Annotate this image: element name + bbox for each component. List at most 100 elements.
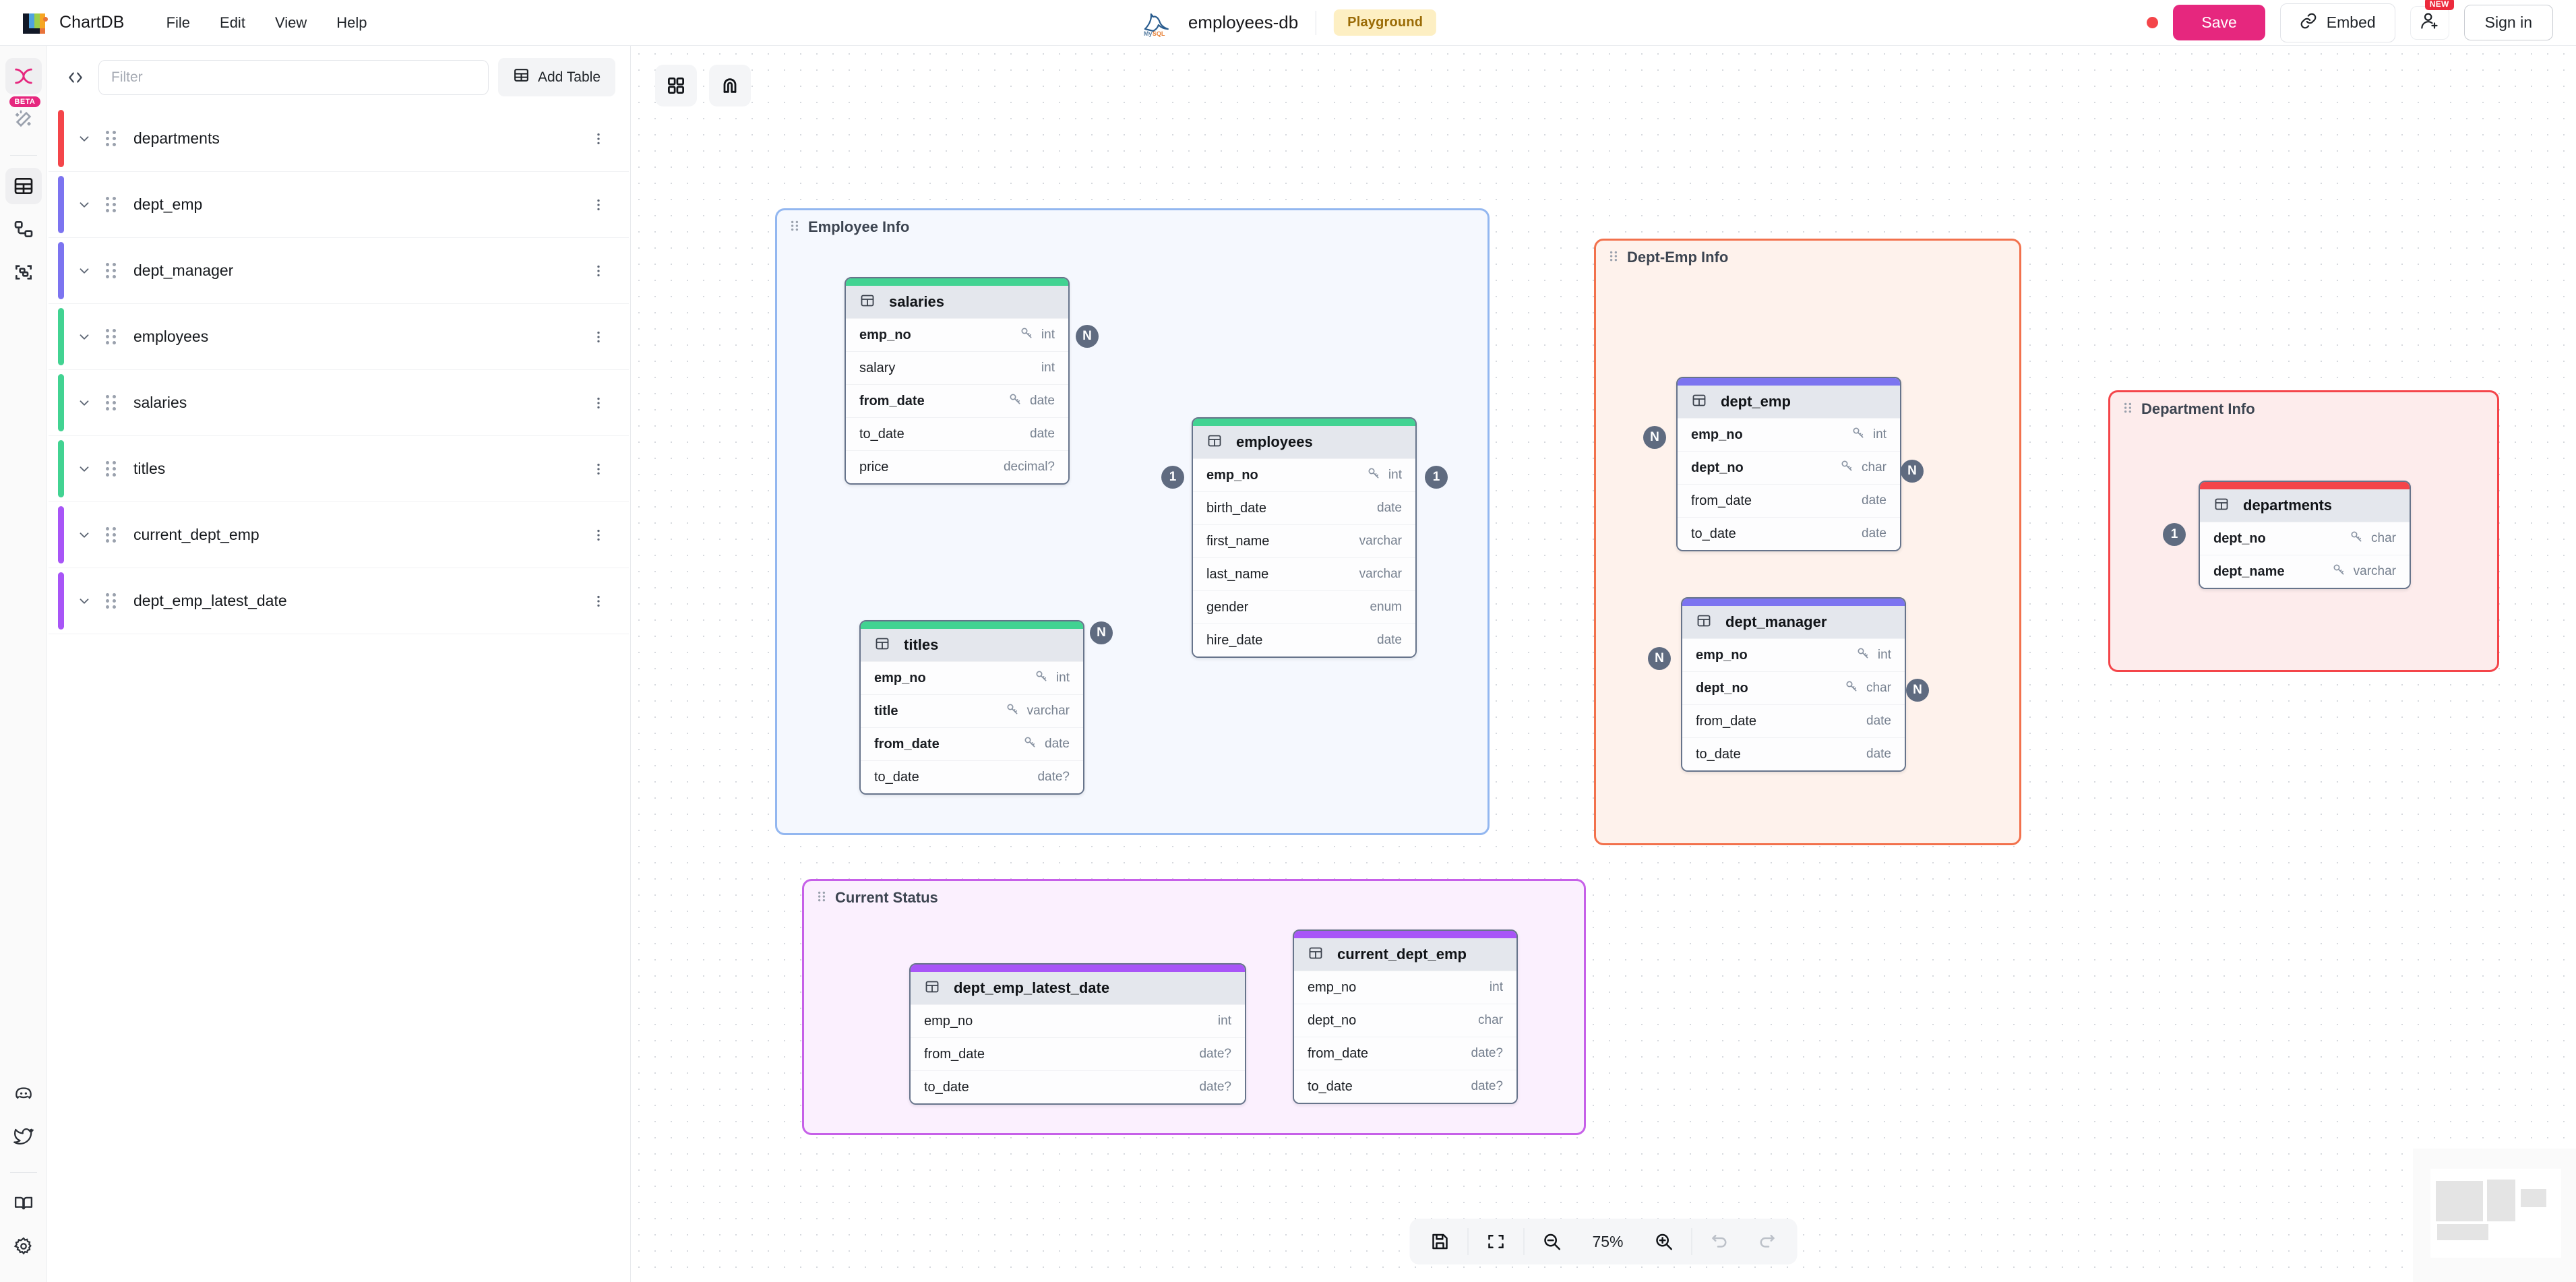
magic-wand-icon[interactable]: BETA [5, 96, 42, 138]
table-node-column[interactable]: to_date date? [1294, 1070, 1516, 1103]
table-list-item[interactable]: titles [49, 436, 629, 502]
drag-handle-icon[interactable] [104, 461, 119, 477]
drag-handle-icon[interactable] [104, 197, 119, 212]
docs-icon[interactable] [5, 1185, 42, 1221]
magnet-snap-icon[interactable] [709, 65, 751, 106]
table-node-column[interactable]: to_date date? [861, 760, 1083, 793]
chevron-down-icon[interactable] [74, 330, 94, 344]
menu-item-view[interactable]: View [274, 13, 307, 31]
table-list-item[interactable]: employees [49, 304, 629, 370]
save-diagram-icon[interactable] [1417, 1219, 1464, 1264]
table-list-item[interactable]: dept_emp [49, 172, 629, 238]
table-options-kebab-icon[interactable] [590, 462, 607, 477]
table-node[interactable]: titles emp_no int title varchar from_dat… [859, 620, 1084, 795]
table-node-column[interactable]: emp_no int [911, 1004, 1245, 1037]
table-node-header[interactable]: employees [1193, 426, 1415, 458]
chevron-down-icon[interactable] [74, 528, 94, 543]
drag-handle-icon[interactable] [104, 395, 119, 410]
chevron-down-icon[interactable] [74, 462, 94, 477]
sign-in-button[interactable]: Sign in [2463, 5, 2553, 40]
table-node-column[interactable]: title varchar [861, 694, 1083, 727]
drag-handle-icon[interactable] [104, 131, 119, 146]
table-node-column[interactable]: salary int [846, 351, 1068, 384]
table-node[interactable]: dept_manager emp_no int dept_no char fro… [1681, 597, 1906, 772]
table-node-column[interactable]: birth_date date [1193, 491, 1415, 524]
embed-button[interactable]: Embed [2279, 3, 2395, 42]
zoom-out-icon[interactable] [1529, 1219, 1576, 1264]
table-options-kebab-icon[interactable] [590, 264, 607, 278]
table-node[interactable]: current_dept_emp emp_no int dept_no char… [1293, 929, 1518, 1104]
table-node-column[interactable]: price decimal? [846, 450, 1068, 483]
table-node-column[interactable]: from_date date [1682, 704, 1905, 737]
drag-handle-icon[interactable] [1608, 249, 1619, 266]
add-table-button[interactable]: Add Table [497, 58, 615, 96]
menu-item-file[interactable]: File [166, 13, 191, 31]
table-options-kebab-icon[interactable] [590, 197, 607, 212]
table-node[interactable]: departments dept_no char dept_name varch… [2199, 481, 2411, 589]
zoom-in-icon[interactable] [1640, 1219, 1688, 1264]
table-node-header[interactable]: dept_emp_latest_date [911, 972, 1245, 1004]
invite-user-button[interactable]: NEW [2410, 0, 2454, 40]
table-node-column[interactable]: to_date date [1678, 517, 1900, 550]
chevron-down-icon[interactable] [74, 396, 94, 410]
chevron-down-icon[interactable] [74, 264, 94, 278]
collapse-sidebar-icon[interactable] [62, 64, 89, 91]
drag-handle-icon[interactable] [104, 593, 119, 609]
table-node-column[interactable]: to_date date [1682, 737, 1905, 770]
table-options-kebab-icon[interactable] [590, 528, 607, 543]
dependencies-icon[interactable] [5, 254, 42, 291]
zoom-level-label[interactable]: 75% [1592, 1232, 1624, 1250]
table-node-column[interactable]: emp_no int [1294, 971, 1516, 1004]
table-node-column[interactable]: from_date date? [911, 1037, 1245, 1070]
table-node-column[interactable]: from_date date [846, 384, 1068, 417]
drag-handle-icon[interactable] [816, 889, 827, 907]
table-list-item[interactable]: salaries [49, 370, 629, 436]
table-node-header[interactable]: titles [861, 629, 1083, 661]
table-node-column[interactable]: dept_no char [1294, 1004, 1516, 1037]
relationships-icon[interactable] [5, 211, 42, 247]
table-node-column[interactable]: from_date date? [1294, 1037, 1516, 1070]
save-button[interactable]: Save [2173, 5, 2265, 40]
table-node-column[interactable]: dept_no char [1682, 671, 1905, 704]
table-node-header[interactable]: dept_manager [1682, 606, 1905, 638]
table-node-header[interactable]: departments [2200, 489, 2410, 522]
table-options-kebab-icon[interactable] [590, 131, 607, 146]
chevron-down-icon[interactable] [74, 131, 94, 146]
table-list-item[interactable]: current_dept_emp [49, 502, 629, 568]
redo-icon[interactable] [1744, 1219, 1791, 1264]
diagram-canvas[interactable]: Employee Info Dept-Emp Info Department I… [631, 46, 2576, 1282]
table-node-column[interactable]: to_date date? [911, 1070, 1245, 1103]
table-options-kebab-icon[interactable] [590, 330, 607, 344]
table-node-column[interactable]: to_date date [846, 417, 1068, 450]
settings-gear-icon[interactable] [5, 1228, 42, 1264]
table-node-column[interactable]: dept_no char [1678, 451, 1900, 484]
filter-input[interactable] [98, 59, 489, 95]
drag-handle-icon[interactable] [104, 329, 119, 344]
table-node-column[interactable]: first_name varchar [1193, 524, 1415, 557]
table-node-column[interactable]: emp_no int [1678, 418, 1900, 451]
chevron-down-icon[interactable] [74, 594, 94, 609]
twitter-icon[interactable] [5, 1118, 42, 1155]
table-node-column[interactable]: emp_no int [1193, 458, 1415, 491]
drag-handle-icon[interactable] [104, 527, 119, 543]
tables-icon[interactable] [5, 168, 42, 204]
drag-handle-icon[interactable] [789, 218, 800, 236]
table-node-header[interactable]: current_dept_emp [1294, 938, 1516, 971]
table-node[interactable]: salaries emp_no int salary int from_date… [845, 277, 1070, 485]
table-node[interactable]: employees emp_no int birth_date date fir… [1192, 417, 1417, 658]
grid-toggle-icon[interactable] [655, 65, 697, 106]
table-node-column[interactable]: from_date date [861, 727, 1083, 760]
table-options-kebab-icon[interactable] [590, 594, 607, 609]
table-node-column[interactable]: emp_no int [846, 318, 1068, 351]
minimap[interactable] [2413, 1149, 2576, 1282]
table-node-column[interactable]: gender enum [1193, 590, 1415, 623]
table-list-item[interactable]: dept_emp_latest_date [49, 568, 629, 634]
drag-handle-icon[interactable] [104, 263, 119, 278]
table-node-column[interactable]: emp_no int [1682, 638, 1905, 671]
menu-item-help[interactable]: Help [336, 13, 367, 31]
undo-icon[interactable] [1696, 1219, 1744, 1264]
chevron-down-icon[interactable] [74, 197, 94, 212]
table-node[interactable]: dept_emp emp_no int dept_no char from_da… [1676, 377, 1901, 551]
fit-screen-icon[interactable] [1473, 1219, 1520, 1264]
diagrams-icon[interactable] [5, 58, 42, 94]
